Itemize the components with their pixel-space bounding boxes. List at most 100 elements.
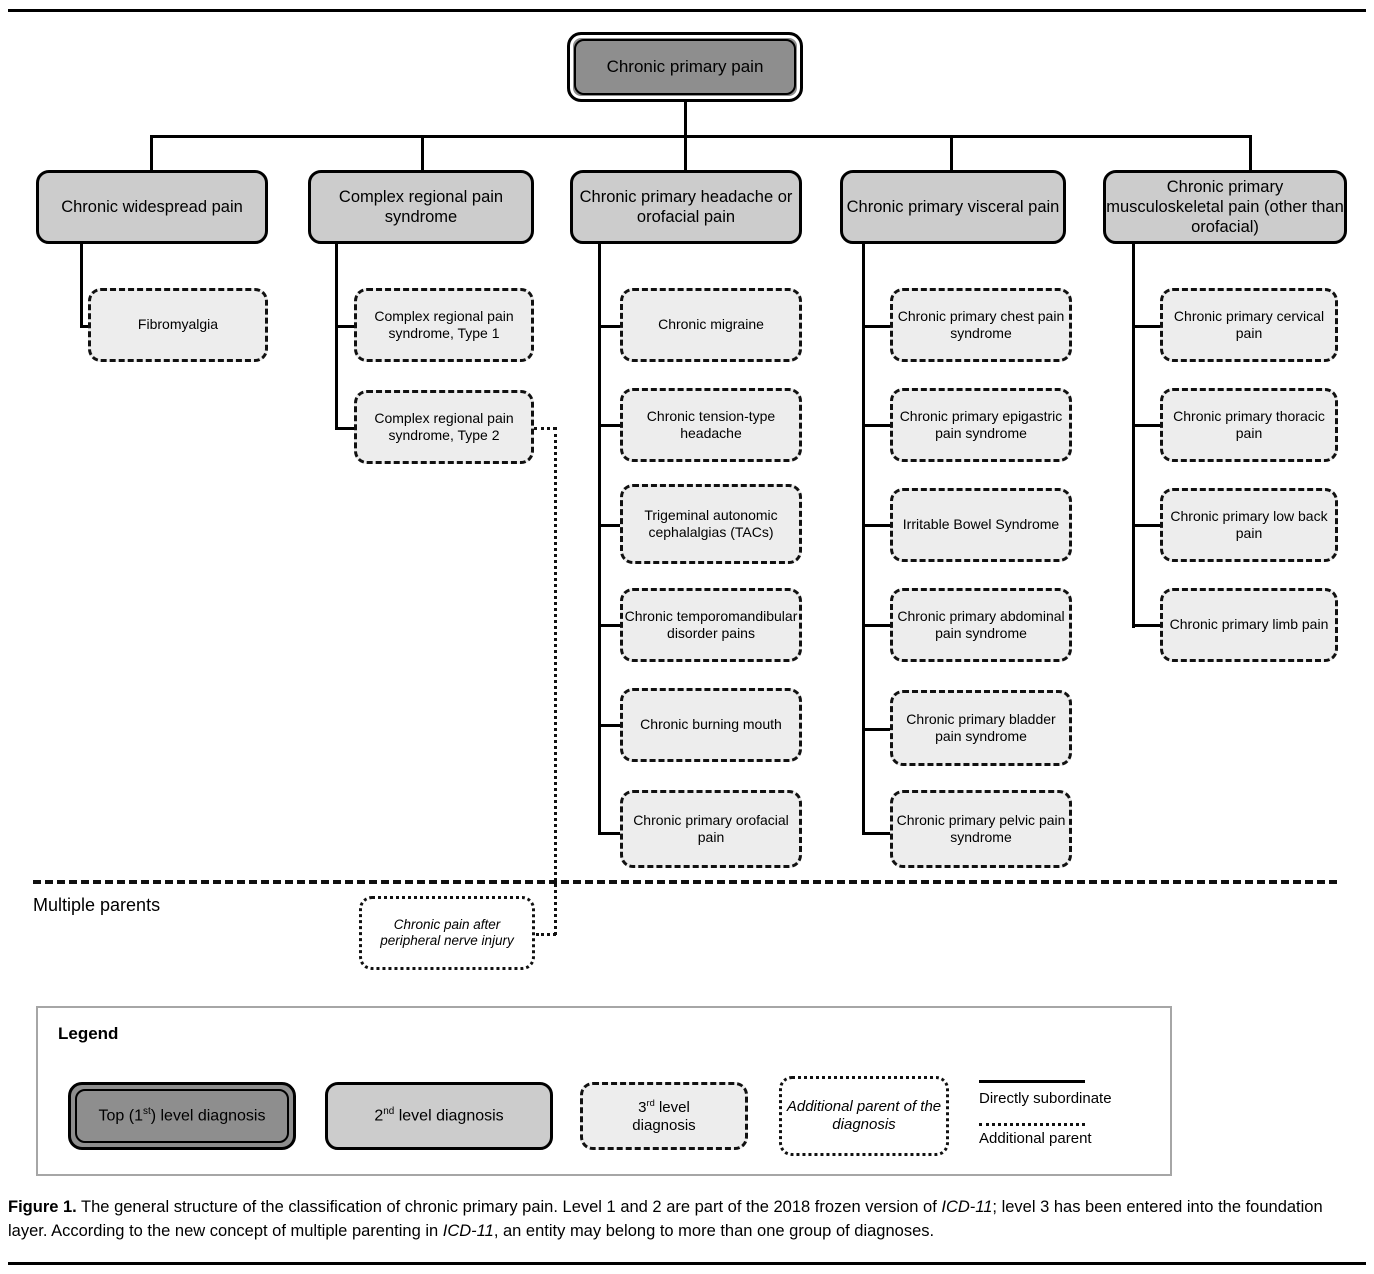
node-crps-type-2[interactable]: Complex regional pain syndrome, Type 2 [354,390,534,464]
legend-level1-sup: st [143,1106,151,1118]
connector-root-trunk [684,102,687,137]
node-label: Fibromyalgia [137,316,219,333]
legend-additional-parent-swatch: Additional parent of the diagnosis [779,1076,949,1156]
node-complex-regional-pain-syndrome[interactable]: Complex regional pain syndrome [308,170,534,244]
node-label: Chronic migraine [658,316,764,333]
top-rule [8,9,1366,12]
node-label: Chronic primary low back pain [1170,507,1328,541]
node-label: Chronic primary chest pain syndrome [897,307,1065,341]
legend-level2-label: 2nd level diagnosis [374,1106,504,1125]
caption-part1: The general structure of the classificat… [76,1198,942,1216]
caption-icd-2: ICD-11 [442,1221,494,1240]
node-label: Chronic primary visceral pain [846,197,1060,216]
connector-col4-trunk [862,244,865,834]
node-chronic-primary-abdominal-pain-syndrome[interactable]: Chronic primary abdominal pain syndrome [890,588,1072,662]
node-trigeminal-autonomic-cephalalgias[interactable]: Trigeminal autonomic cephalalgias (TACs) [620,484,802,564]
node-chronic-primary-bladder-pain-syndrome[interactable]: Chronic primary bladder pain syndrome [890,690,1072,766]
caption-part2: ; level 3 has been entered into the foun… [8,1198,1323,1240]
connector-col3-stub-4 [598,724,628,727]
node-chronic-widespread-pain[interactable]: Chronic widespread pain [36,170,268,244]
node-chronic-burning-mouth[interactable]: Chronic burning mouth [620,688,802,762]
figure-caption: Figure 1. The general structure of the c… [8,1196,1366,1244]
node-chronic-primary-musculoskeletal-pain[interactable]: Chronic primary musculoskeletal pain (ot… [1103,170,1347,244]
node-chronic-pain-after-peripheral-nerve-injury[interactable]: Chronic pain after peripheral nerve inju… [359,896,535,970]
node-chronic-primary-low-back-pain[interactable]: Chronic primary low back pain [1160,488,1338,562]
legend-level2-swatch: 2nd level diagnosis [325,1082,553,1150]
node-irritable-bowel-syndrome[interactable]: Irritable Bowel Syndrome [890,488,1072,562]
node-chronic-primary-chest-pain-syndrome[interactable]: Chronic primary chest pain syndrome [890,288,1072,362]
node-label: Chronic primary musculoskeletal pain (ot… [1106,177,1344,237]
node-chronic-primary-pain[interactable]: Chronic primary pain [567,32,803,102]
node-label: Complex regional pain syndrome, Type 2 [374,409,514,443]
connector-col4-stub-4 [862,728,894,731]
node-label: Irritable Bowel Syndrome [902,516,1060,533]
node-label: Chronic primary headache or orofacial pa… [579,187,793,226]
node-label: Chronic primary epigastric pain syndrome [899,407,1063,441]
node-fibromyalgia[interactable]: Fibromyalgia [88,288,268,362]
connector-col4-stub-1 [862,424,894,427]
legend-level1-swatch: Top (1st) level diagnosis [68,1082,296,1150]
connector-drop-col4 [950,135,953,171]
node-label: Complex regional pain syndrome, Type 1 [374,307,514,341]
node-label: Chronic primary limb pain [1169,616,1329,633]
connector-additional-parent-h2 [536,933,556,936]
bottom-rule [8,1262,1366,1265]
connector-col2-stub-0 [335,325,363,328]
connector-col3-stub-0 [598,325,628,328]
connector-col4-stub-2 [862,524,894,527]
connector-col5-stub-0 [1132,325,1164,328]
connector-col3-stub-1 [598,424,628,427]
node-label: Chronic primary cervical pain [1173,307,1325,341]
node-label: Chronic primary thoracic pain [1173,407,1325,441]
connector-drop-col3 [684,135,687,171]
legend-dotted-line-label: Additional parent [979,1130,1092,1147]
caption-icd-1: ICD-11 [941,1198,993,1216]
node-root-label: Chronic primary pain [606,56,764,76]
connector-col2-trunk [335,244,338,430]
node-label: Trigeminal autonomic cephalalgias (TACs) [644,506,778,540]
node-chronic-primary-pelvic-pain-syndrome[interactable]: Chronic primary pelvic pain syndrome [890,790,1072,868]
connector-col4-stub-5 [862,832,894,835]
node-chronic-primary-visceral-pain[interactable]: Chronic primary visceral pain [840,170,1066,244]
legend-dotted-line-icon [979,1123,1085,1126]
connector-root-bus [150,135,1252,138]
legend-level1-label: Top (1st) level diagnosis [98,1106,266,1125]
node-crps-type-1[interactable]: Complex regional pain syndrome, Type 1 [354,288,534,362]
multiple-parents-separator [33,880,1337,884]
connector-col3-trunk [598,244,601,834]
node-chronic-primary-orofacial-pain[interactable]: Chronic primary orofacial pain [620,790,802,868]
legend-title: Legend [58,1024,119,1043]
node-chronic-primary-epigastric-pain-syndrome[interactable]: Chronic primary epigastric pain syndrome [890,388,1072,462]
connector-col4-stub-3 [862,624,894,627]
legend-solid-line-label: Directly subordinate [979,1090,1112,1107]
node-chronic-primary-headache-or-orofacial-pain[interactable]: Chronic primary headache or orofacial pa… [570,170,802,244]
caption-part3: , an entity may belong to more than one … [493,1221,935,1240]
node-chronic-migraine[interactable]: Chronic migraine [620,288,802,362]
caption-prefix: Figure 1. [8,1198,77,1216]
legend-solid-line-icon [979,1080,1085,1083]
connector-col5-stub-1 [1132,424,1164,427]
connector-col5-stub-2 [1132,524,1164,527]
node-label: Chronic tension-type headache [646,407,776,441]
connector-col3-stub-3 [598,624,628,627]
node-label: Chronic pain after peripheral nerve inju… [380,916,514,948]
connector-col2-stub-1 [335,427,363,430]
connector-col3-stub-2 [598,524,628,527]
connector-additional-parent-h1 [534,427,556,430]
connector-col1-trunk [80,244,83,328]
node-label: Chronic primary abdominal pain syndrome [897,607,1065,641]
multiple-parents-label: Multiple parents [33,895,161,915]
connector-drop-col5 [1249,135,1252,171]
node-chronic-temporomandibular-disorder-pains[interactable]: Chronic temporomandibular disorder pains [620,588,802,662]
node-chronic-primary-limb-pain[interactable]: Chronic primary limb pain [1160,588,1338,662]
node-chronic-primary-thoracic-pain[interactable]: Chronic primary thoracic pain [1160,388,1338,462]
node-chronic-primary-cervical-pain[interactable]: Chronic primary cervical pain [1160,288,1338,362]
legend-level1-inner: Top (1st) level diagnosis [75,1089,289,1143]
node-chronic-tension-type-headache[interactable]: Chronic tension-type headache [620,388,802,462]
connector-drop-col2 [421,135,424,171]
connector-col5-trunk [1132,244,1135,628]
node-label: Chronic temporomandibular disorder pains [624,607,798,641]
connector-col4-stub-0 [862,325,894,328]
